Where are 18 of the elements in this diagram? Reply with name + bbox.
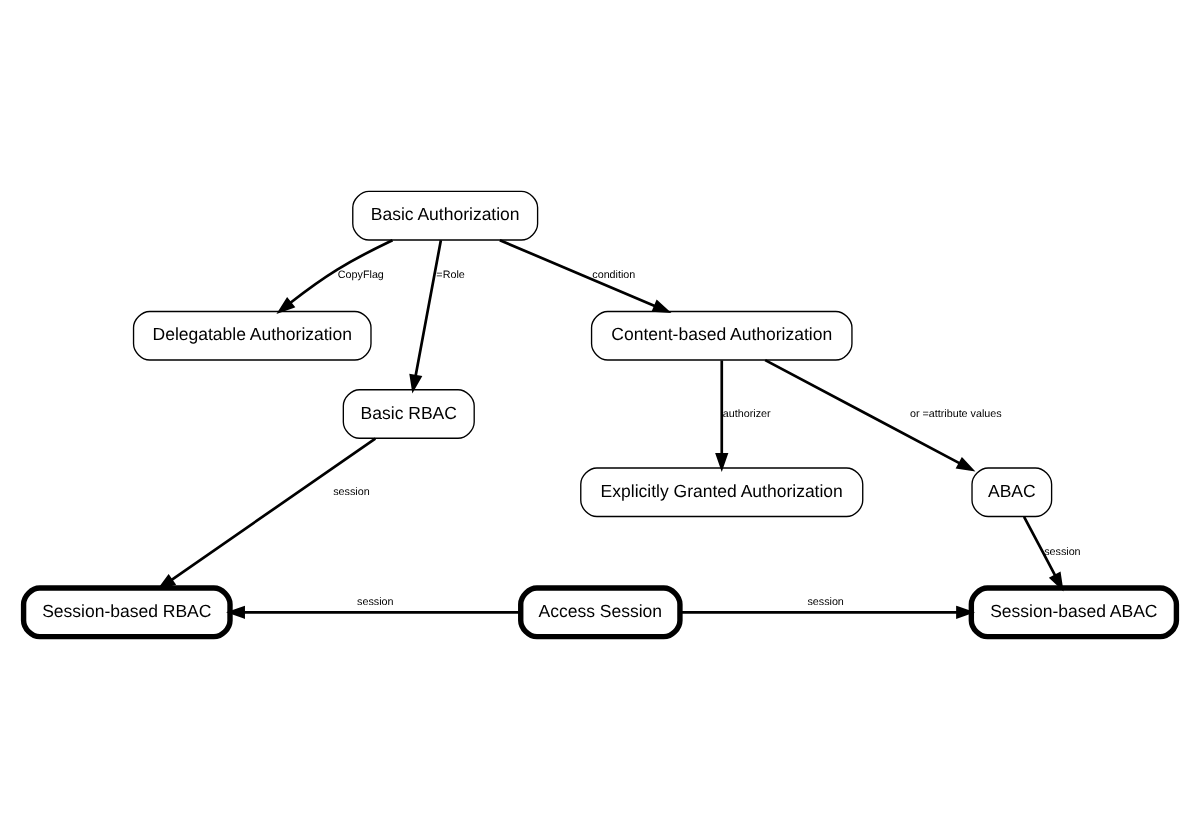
arrow <box>409 239 443 393</box>
arrow <box>715 359 729 471</box>
arrow <box>276 237 394 313</box>
node-box: Explicitly Granted Authorization <box>580 466 864 517</box>
arrow <box>499 237 672 313</box>
arrow <box>226 604 521 618</box>
arrow <box>1022 515 1064 591</box>
node-box: Access Session <box>518 584 683 639</box>
arrow <box>680 604 976 618</box>
node-box: ABAC <box>971 466 1053 517</box>
node-box: Session-based ABAC <box>968 584 1180 639</box>
node-box: Session-based RBAC <box>20 584 233 639</box>
arrow <box>764 357 976 471</box>
node-box: Delegatable Authorization <box>132 309 372 360</box>
arrow <box>156 436 377 590</box>
node-box: Basic RBAC <box>342 388 475 438</box>
node-box: Content-based Authorization <box>590 309 853 360</box>
node-box: Basic Authorization <box>352 189 539 240</box>
